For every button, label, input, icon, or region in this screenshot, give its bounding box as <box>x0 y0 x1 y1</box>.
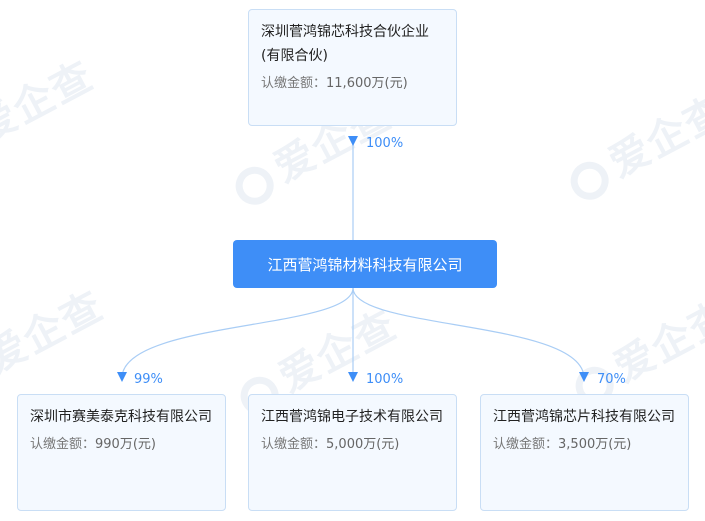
arrow-down-icon <box>348 372 358 382</box>
arrow-down-icon <box>579 372 589 382</box>
amount-label: 认缴金额： <box>261 437 327 452</box>
edge-percent-label: 100% <box>366 136 404 151</box>
edge-percent-label: 100% <box>366 372 404 387</box>
edge-percent-label: 70% <box>597 372 626 387</box>
edge-center-child-1 <box>121 287 354 379</box>
edge-center-child-3 <box>352 287 585 379</box>
subsidiary-node[interactable]: 江西菅鸿锦电子技术有限公司 认缴金额：5,000万(元) <box>248 394 457 511</box>
center-company-name: 江西菅鸿锦材料科技有限公司 <box>267 255 463 274</box>
amount-label: 认缴金额： <box>261 76 327 91</box>
amount-value: 990万(元) <box>95 437 156 452</box>
subsidiary-amount: 认缴金额：3,500万(元) <box>493 435 676 455</box>
subsidiary-name: 江西菅鸿锦电子技术有限公司 <box>261 409 443 425</box>
subsidiary-node[interactable]: 江西菅鸿锦芯片科技有限公司 认缴金额：3,500万(元) <box>480 394 689 511</box>
shareholder-node[interactable]: 深圳菅鸿锦芯科技合伙企业(有限合伙) 认缴金额：11,600万(元) <box>248 9 457 126</box>
subsidiary-name: 江西菅鸿锦芯片科技有限公司 <box>493 409 675 425</box>
center-company-node[interactable]: 江西菅鸿锦材料科技有限公司 <box>233 240 497 288</box>
edge-percent-label: 99% <box>134 372 163 387</box>
amount-value: 5,000万(元) <box>326 437 400 452</box>
amount-value: 11,600万(元) <box>326 76 408 91</box>
arrow-down-icon <box>348 136 358 146</box>
shareholder-name: 深圳菅鸿锦芯科技合伙企业(有限合伙) <box>261 24 429 64</box>
shareholder-amount: 认缴金额：11,600万(元) <box>261 74 444 94</box>
subsidiary-amount: 认缴金额：990万(元) <box>30 435 213 455</box>
amount-label: 认缴金额： <box>493 437 559 452</box>
amount-value: 3,500万(元) <box>558 437 632 452</box>
subsidiary-node[interactable]: 深圳市赛美泰克科技有限公司 认缴金额：990万(元) <box>17 394 226 511</box>
subsidiary-name: 深圳市赛美泰克科技有限公司 <box>30 409 212 425</box>
arrow-down-icon <box>117 372 127 382</box>
subsidiary-amount: 认缴金额：5,000万(元) <box>261 435 444 455</box>
amount-label: 认缴金额： <box>30 437 96 452</box>
